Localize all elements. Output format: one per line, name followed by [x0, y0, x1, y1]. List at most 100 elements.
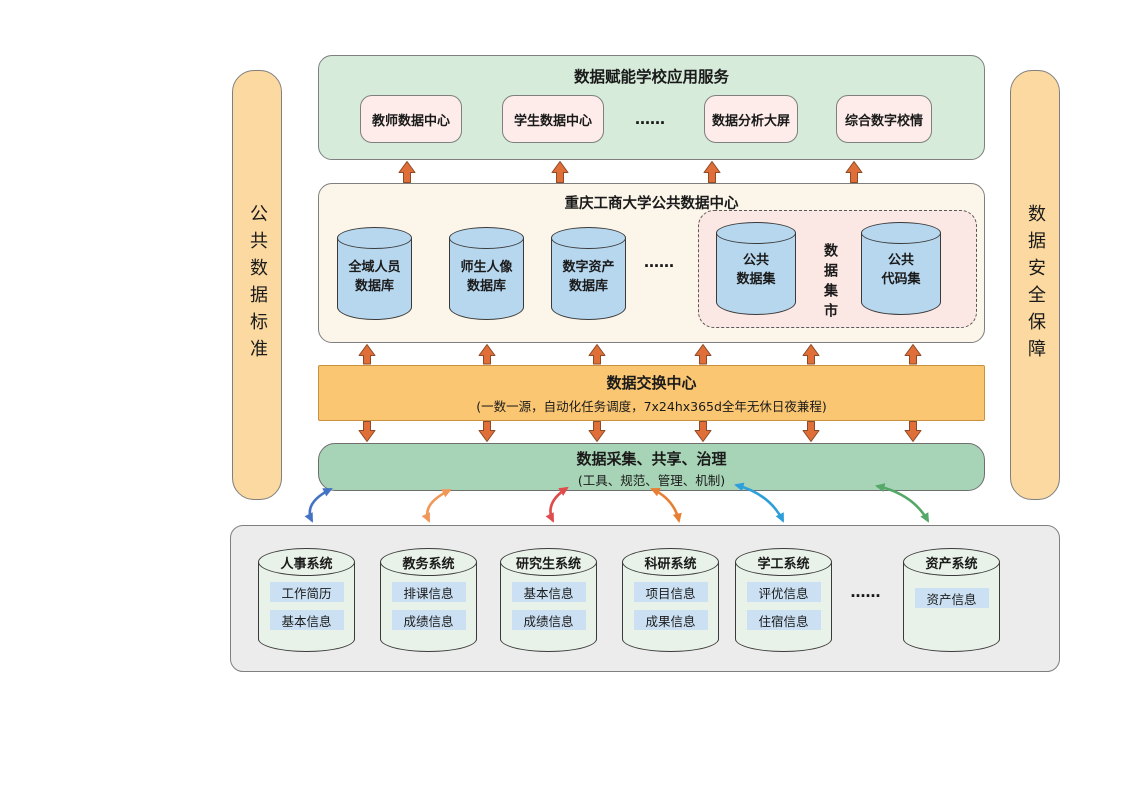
app-item-data-analysis-screen: 数据分析大屏 — [704, 95, 798, 143]
cylinder-body — [380, 562, 477, 652]
up-arrow — [551, 161, 569, 183]
down-arrow — [904, 421, 922, 442]
system-cylinder-asset: 资产系统 资产信息 — [903, 548, 1000, 652]
data-governance-subtitle: (工具、规范、管理、机制) — [577, 473, 726, 488]
system-item: 工作简历 — [269, 582, 344, 602]
cylinder-top — [500, 548, 597, 576]
system-item: 项目信息 — [633, 582, 708, 602]
flow-arrowhead — [775, 512, 784, 523]
database-label: 全域人员 数据库 — [337, 258, 412, 296]
public-data-center-title: 重庆工商大学公共数据中心 — [564, 196, 739, 212]
mart-label-line1: 公共 — [887, 253, 914, 268]
systems-ellipsis: …… — [850, 583, 881, 601]
system-item: 成绩信息 — [511, 610, 586, 630]
up-arrow — [845, 161, 863, 183]
mart-label-line1: 公共 — [742, 253, 769, 268]
database-label-line2: 数据库 — [466, 279, 506, 294]
database-label-line1: 全域人员 — [348, 260, 401, 275]
cylinder-top — [337, 227, 412, 249]
mart-label: 公共 数据集 — [716, 251, 796, 289]
up-arrow — [904, 344, 922, 365]
database-label-line2: 数据库 — [568, 279, 608, 294]
system-item: 评优信息 — [746, 582, 821, 602]
mart-cylinder-public-codeset: 公共 代码集 — [861, 222, 941, 315]
up-arrow — [802, 344, 820, 365]
system-title: 学工系统 — [757, 557, 810, 572]
database-ellipsis: …… — [644, 253, 674, 271]
mart-label-line2: 代码集 — [881, 272, 921, 287]
system-cylinder-student-affairs: 学工系统 评优信息 住宿信息 — [735, 548, 832, 652]
cylinder-body — [337, 238, 412, 320]
cylinder-top — [258, 548, 355, 576]
flow-arrow — [651, 487, 681, 522]
system-title: 教务系统 — [402, 557, 455, 572]
system-title: 研究生系统 — [515, 557, 581, 572]
cylinder-top — [861, 222, 941, 244]
app-items-ellipsis: …… — [635, 110, 665, 128]
system-item: 成果信息 — [633, 610, 708, 630]
app-item-digital-campus: 综合数字校情 — [836, 95, 932, 143]
system-item: 基本信息 — [269, 610, 344, 630]
cylinder-top — [903, 548, 1000, 576]
system-title: 人事系统 — [280, 557, 333, 572]
flow-arrow — [426, 488, 451, 522]
flow-arrowhead — [304, 512, 313, 523]
cylinder-top — [551, 227, 626, 249]
system-item: 排课信息 — [391, 582, 466, 602]
cylinder-body — [449, 238, 524, 320]
database-label: 数字资产 数据库 — [551, 258, 626, 296]
cylinder-body — [735, 562, 832, 652]
cylinder-top — [449, 227, 524, 249]
system-cylinder-hr: 人事系统 工作简历 基本信息 — [258, 548, 355, 652]
system-item: 成绩信息 — [391, 610, 466, 630]
public-data-standard-bar: 公共数据标准 — [232, 70, 282, 500]
cylinder-body — [551, 238, 626, 320]
up-arrow — [703, 161, 721, 183]
database-cylinder-digital-asset: 数字资产 数据库 — [551, 227, 626, 320]
system-title: 科研系统 — [644, 557, 697, 572]
cylinder-top — [380, 548, 477, 576]
flow-arrowhead — [920, 512, 929, 523]
flow-arrow — [308, 487, 332, 522]
data-security-bar: 数据安全保障 — [1010, 70, 1060, 500]
flow-arrowhead — [421, 512, 430, 523]
down-arrow — [478, 421, 496, 442]
database-label: 师生人像 数据库 — [449, 258, 524, 296]
data-exchange-layer: 数据交换中心 (一数一源，自动化任务调度，7x24hx365d全年无休日夜兼程) — [318, 365, 985, 421]
data-governance-layer: 数据采集、共享、治理 (工具、规范、管理、机制) — [318, 443, 985, 491]
down-arrow — [358, 421, 376, 442]
flow-arrow — [549, 486, 568, 522]
cylinder-top — [716, 222, 796, 244]
database-label-line1: 数字资产 — [562, 260, 615, 275]
up-arrow — [478, 344, 496, 365]
down-arrow — [802, 421, 820, 442]
cylinder-body — [500, 562, 597, 652]
flow-arrowhead — [672, 512, 682, 523]
database-cylinder-personnel: 全域人员 数据库 — [337, 227, 412, 320]
database-label-line1: 师生人像 — [460, 260, 513, 275]
cylinder-body — [716, 233, 796, 315]
mart-cylinder-public-dataset: 公共 数据集 — [716, 222, 796, 315]
system-cylinder-academic: 教务系统 排课信息 成绩信息 — [380, 548, 477, 652]
system-item: 基本信息 — [511, 582, 586, 602]
public-data-standard-label: 公共数据标准 — [247, 204, 268, 366]
flow-arrowhead — [545, 512, 554, 523]
up-arrow — [358, 344, 376, 365]
system-title: 资产系统 — [925, 557, 978, 572]
cylinder-body — [861, 233, 941, 315]
system-item: 住宿信息 — [746, 610, 821, 630]
data-exchange-title: 数据交换中心 — [606, 374, 697, 392]
app-service-title: 数据赋能学校应用服务 — [573, 68, 729, 86]
database-cylinder-portrait: 师生人像 数据库 — [449, 227, 524, 320]
data-exchange-subtitle: (一数一源，自动化任务调度，7x24hx365d全年无休日夜兼程) — [476, 399, 827, 414]
data-governance-title: 数据采集、共享、治理 — [576, 450, 727, 468]
app-item-student-data-center: 学生数据中心 — [502, 95, 604, 143]
cylinder-top — [622, 548, 719, 576]
up-arrow — [588, 344, 606, 365]
mart-label-line2: 数据集 — [736, 272, 776, 287]
data-security-label: 数据安全保障 — [1025, 204, 1046, 366]
up-arrow — [694, 344, 712, 365]
cylinder-body — [622, 562, 719, 652]
system-cylinder-graduate: 研究生系统 基本信息 成绩信息 — [500, 548, 597, 652]
